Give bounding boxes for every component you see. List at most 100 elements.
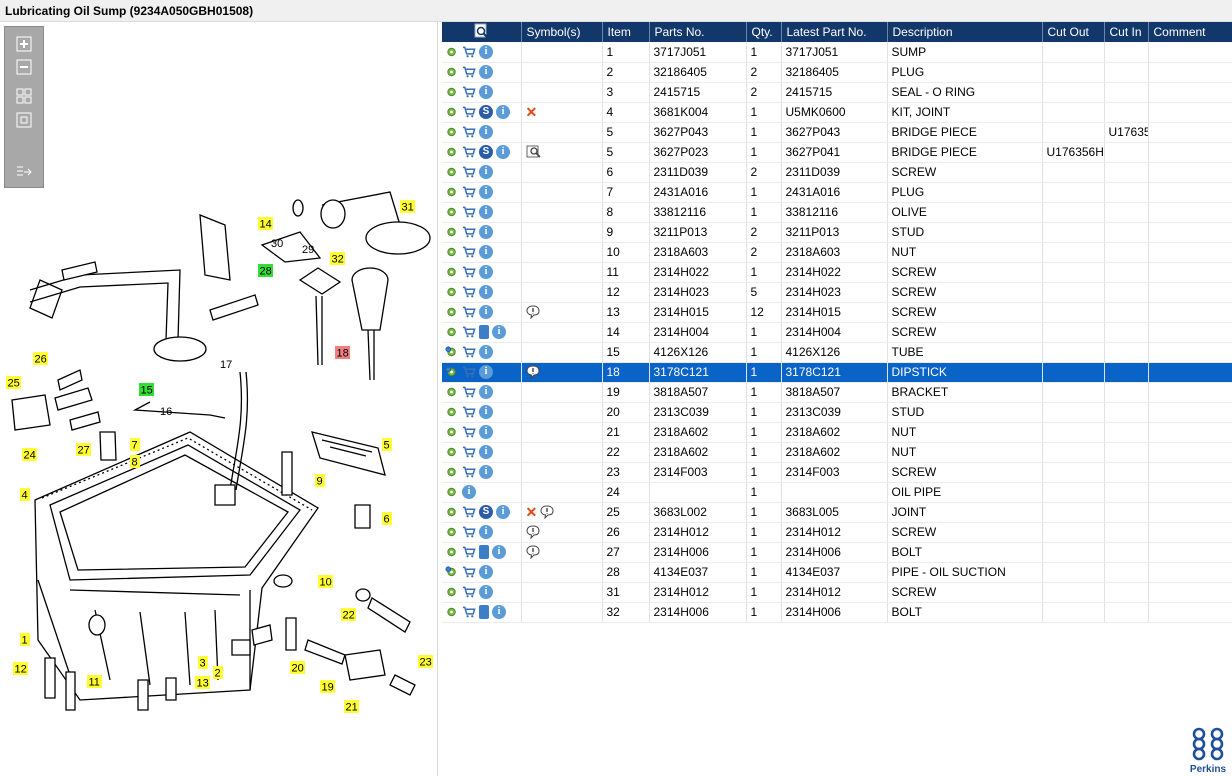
- info-icon[interactable]: i: [479, 405, 493, 420]
- info-icon[interactable]: i: [479, 525, 493, 540]
- info-icon[interactable]: i: [479, 45, 493, 60]
- gear-icon[interactable]: [445, 225, 459, 239]
- cart-icon[interactable]: [462, 105, 476, 119]
- view-drawing-icon[interactable]: [526, 145, 542, 159]
- callout-9[interactable]: 9: [315, 474, 325, 488]
- info-icon[interactable]: i: [479, 365, 493, 380]
- info-icon[interactable]: i: [462, 485, 476, 500]
- gear-icon[interactable]: [445, 85, 459, 99]
- assembly-gears-icon[interactable]: [445, 365, 459, 379]
- gear-icon[interactable]: [445, 425, 459, 439]
- callout-8[interactable]: 8: [130, 455, 140, 469]
- gear-icon[interactable]: [445, 285, 459, 299]
- cart-icon[interactable]: [462, 125, 476, 139]
- callout-23[interactable]: 23: [418, 655, 433, 669]
- column-header-comment[interactable]: Comment: [1148, 22, 1232, 42]
- column-header-cut-in[interactable]: Cut In: [1104, 22, 1149, 42]
- assembly-gears-icon[interactable]: [445, 345, 459, 359]
- info-icon[interactable]: i: [479, 585, 493, 600]
- info-icon[interactable]: i: [479, 565, 493, 580]
- info-icon[interactable]: i: [479, 445, 493, 460]
- info-icon[interactable]: i: [479, 265, 493, 280]
- gear-icon[interactable]: [445, 145, 459, 159]
- info-icon[interactable]: i: [496, 505, 510, 520]
- cart-icon[interactable]: [462, 205, 476, 219]
- callout-26[interactable]: 26: [33, 352, 48, 366]
- cart-icon[interactable]: [462, 505, 476, 519]
- callout-22[interactable]: 22: [341, 608, 356, 622]
- callout-27[interactable]: 27: [76, 443, 91, 457]
- callout-15[interactable]: 15: [139, 383, 154, 397]
- info-icon[interactable]: i: [479, 205, 493, 220]
- gear-icon[interactable]: [445, 265, 459, 279]
- gear-icon[interactable]: [445, 105, 459, 119]
- callout-25[interactable]: 25: [6, 376, 21, 390]
- info-icon[interactable]: i: [479, 165, 493, 180]
- info-icon[interactable]: i: [479, 345, 493, 360]
- callout-31[interactable]: 31: [400, 200, 415, 214]
- gear-icon[interactable]: [445, 445, 459, 459]
- cart-icon[interactable]: [462, 525, 476, 539]
- gear-icon[interactable]: [445, 485, 459, 499]
- note-bubble-icon[interactable]: [525, 365, 541, 380]
- info-icon[interactable]: i: [492, 325, 506, 340]
- info-icon[interactable]: i: [479, 225, 493, 240]
- column-header-cut-out[interactable]: Cut Out: [1042, 22, 1105, 42]
- removed-x-icon[interactable]: ✕: [525, 503, 538, 520]
- callout-32[interactable]: 32: [330, 252, 345, 266]
- callout-13[interactable]: 13: [195, 676, 210, 690]
- note-bubble-icon[interactable]: [525, 545, 541, 560]
- cart-icon[interactable]: [462, 545, 476, 559]
- gear-icon[interactable]: [445, 205, 459, 219]
- zoom-out-button[interactable]: [14, 58, 34, 76]
- zoom-in-button[interactable]: [14, 35, 34, 53]
- gear-icon[interactable]: [445, 325, 459, 339]
- cart-icon[interactable]: [462, 445, 476, 459]
- cart-icon[interactable]: [462, 325, 476, 339]
- cart-icon[interactable]: [462, 405, 476, 419]
- column-header-description[interactable]: Description: [887, 22, 1043, 42]
- callout-20[interactable]: 20: [290, 661, 305, 675]
- info-icon[interactable]: i: [479, 85, 493, 100]
- info-icon[interactable]: i: [492, 545, 506, 560]
- document-icon[interactable]: [479, 325, 489, 340]
- removed-x-icon[interactable]: ✕: [525, 103, 538, 120]
- supersession-icon[interactable]: S: [479, 105, 493, 120]
- cart-icon[interactable]: [462, 245, 476, 259]
- note-bubble-icon[interactable]: [525, 525, 541, 540]
- column-header-item[interactable]: Item: [602, 22, 650, 42]
- cart-icon[interactable]: [462, 185, 476, 199]
- cart-icon[interactable]: [462, 165, 476, 179]
- cart-icon[interactable]: [462, 425, 476, 439]
- document-icon[interactable]: [479, 605, 489, 620]
- column-header-qty[interactable]: Qty.: [746, 22, 782, 42]
- gear-icon[interactable]: [445, 585, 459, 599]
- cart-icon[interactable]: [462, 65, 476, 79]
- cart-icon[interactable]: [462, 585, 476, 599]
- cart-icon[interactable]: [462, 305, 476, 319]
- note-bubble-icon[interactable]: [525, 305, 541, 320]
- callout-12[interactable]: 12: [13, 662, 28, 676]
- gear-icon[interactable]: [445, 305, 459, 319]
- fit-window-button[interactable]: [14, 111, 34, 129]
